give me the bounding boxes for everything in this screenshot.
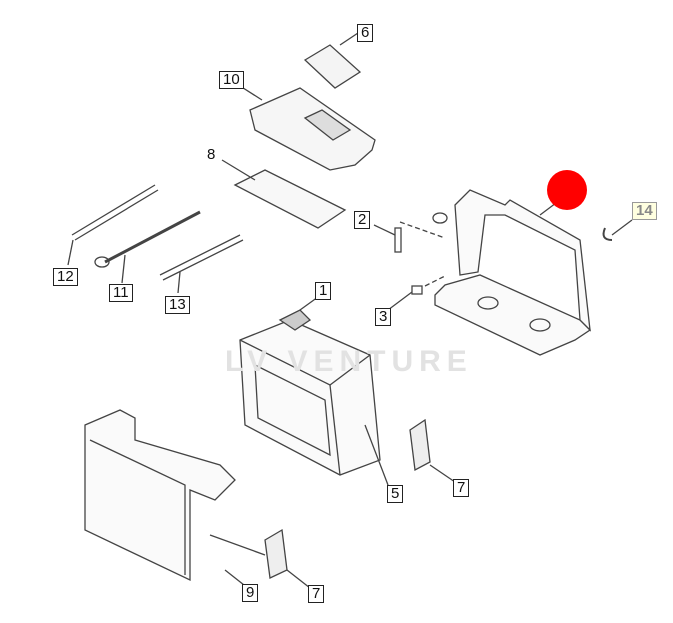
callout-8[interactable]: 8 (207, 146, 216, 163)
red-marker (547, 170, 587, 210)
part-8-pad (221, 159, 347, 229)
callout-10[interactable]: 10 (219, 71, 244, 89)
part-7-pad-lower (264, 528, 311, 589)
battery-bracket (432, 189, 592, 356)
callout-5[interactable]: 5 (387, 485, 404, 503)
part-11-cable (94, 210, 201, 284)
callout-7-lower[interactable]: 7 (308, 585, 325, 603)
callout-12[interactable]: 12 (53, 268, 78, 286)
part-6-clip (303, 32, 362, 89)
part-14-clip (602, 219, 633, 241)
part-12-cable (67, 184, 159, 266)
part-7-pad (409, 418, 456, 483)
part-3-bolt (387, 275, 446, 311)
callout-6[interactable]: 6 (357, 24, 374, 42)
callout-1[interactable]: 1 (315, 282, 332, 300)
callout-13[interactable]: 13 (165, 296, 190, 314)
callout-11[interactable]: 11 (109, 284, 133, 302)
callout-3[interactable]: 3 (375, 308, 392, 326)
part-2-bolt (373, 221, 446, 253)
callout-2[interactable]: 2 (354, 211, 371, 229)
callout-7[interactable]: 7 (453, 479, 470, 497)
part-13-cable (159, 234, 244, 294)
callout-14[interactable]: 14 (632, 202, 657, 220)
part-10-cover (239, 85, 376, 171)
callout-9[interactable]: 9 (242, 584, 259, 602)
part-9-shield (84, 409, 266, 586)
part-5-battery (239, 296, 389, 486)
